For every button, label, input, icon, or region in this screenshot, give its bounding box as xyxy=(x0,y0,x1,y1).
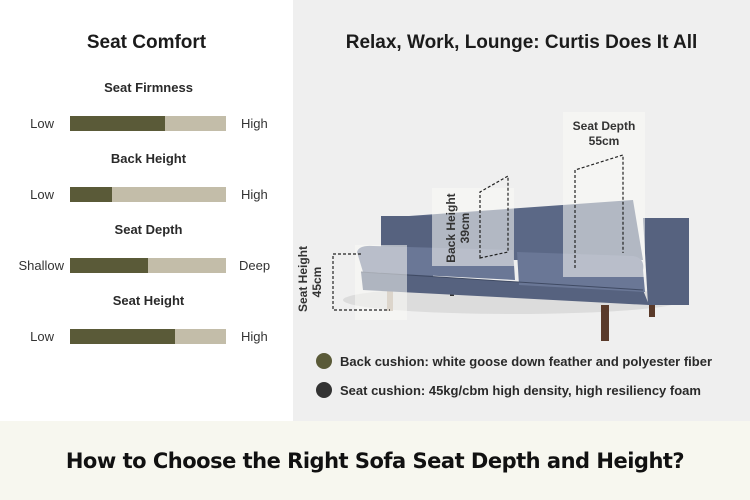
bar-fill xyxy=(70,187,113,202)
footer-title: How to Choose the Right Sofa Seat Depth … xyxy=(65,448,685,473)
right-panel-title: Relax, Work, Lounge: Curtis Does It All xyxy=(345,32,698,53)
legend-item-seat-cushion: Seat cushion: 45kg/cbm high density, hig… xyxy=(316,382,701,398)
metric-label-seat-depth: Seat Depth xyxy=(114,222,183,237)
bar-fill xyxy=(70,116,166,131)
metric-low-label: Low xyxy=(30,187,54,202)
metric-label-back-height: Back Height xyxy=(110,151,187,166)
seat-height-bar xyxy=(70,329,226,344)
seat-depth-title: Seat Depth xyxy=(572,119,636,133)
seat-comfort-panel xyxy=(0,0,293,421)
legend-item-back-cushion: Back cushion: white goose down feather a… xyxy=(316,353,712,369)
metric-high-label: High xyxy=(241,187,268,202)
legend-text: Seat cushion: 45kg/cbm high density, hig… xyxy=(340,382,701,398)
bar-fill xyxy=(70,258,148,273)
back-height-overlay xyxy=(432,188,514,266)
seat-depth-value: 55cm xyxy=(588,134,620,148)
seat-comfort-title: Seat Comfort xyxy=(86,32,207,53)
seat-firmness-bar xyxy=(70,116,226,131)
dimension-lines xyxy=(332,154,624,311)
bar-fill xyxy=(70,329,175,344)
back-height-value: 39cm xyxy=(458,212,472,244)
seat-height-value: 45cm xyxy=(310,266,324,298)
dark-dot-icon xyxy=(316,382,332,398)
back-height-bar xyxy=(70,187,226,202)
olive-dot-icon xyxy=(316,353,332,369)
seat-depth-label: Seat Depth 55cm xyxy=(563,119,645,149)
seat-depth-overlay xyxy=(563,112,645,277)
metric-high-label: Deep xyxy=(239,258,271,273)
metric-low-label: Low xyxy=(30,329,54,344)
back-height-label: Back Height 39cm xyxy=(444,193,474,263)
seat-height-title: Seat Height xyxy=(296,245,310,312)
seat-height-label: Seat Height 45cm xyxy=(296,245,326,312)
seat-depth-bar xyxy=(70,258,226,273)
metric-high-label: High xyxy=(241,116,268,131)
metric-low-label: Shallow xyxy=(18,258,64,273)
legend-text: Back cushion: white goose down feather a… xyxy=(340,353,713,369)
back-height-title: Back Height xyxy=(444,193,458,263)
metric-low-label: Low xyxy=(30,116,54,131)
metric-label-seat-height: Seat Height xyxy=(112,293,185,308)
metric-label-seat-firmness: Seat Firmness xyxy=(104,80,193,95)
seat-height-overlay xyxy=(355,245,407,320)
footer-banner: How to Choose the Right Sofa Seat Depth … xyxy=(0,421,750,500)
metric-high-label: High xyxy=(241,329,268,344)
